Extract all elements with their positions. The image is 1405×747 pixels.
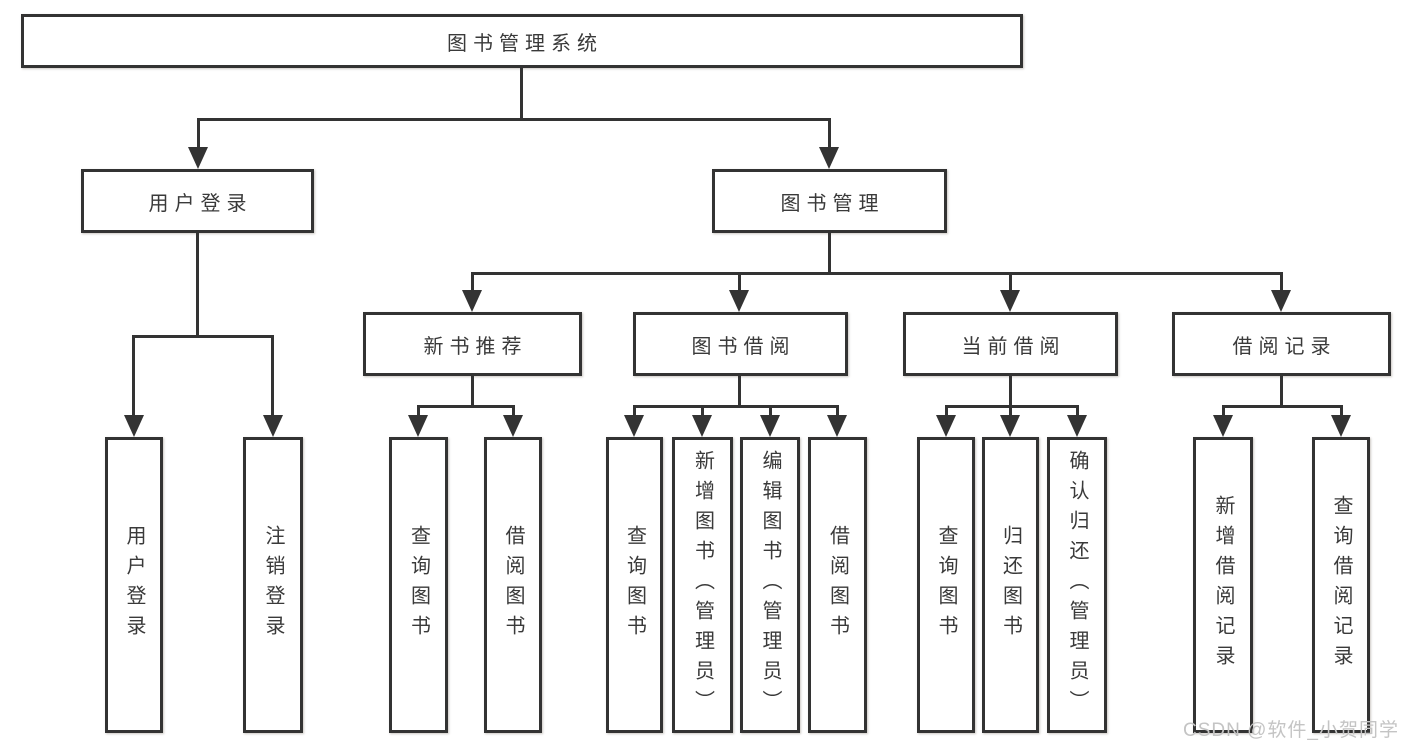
connector-line <box>197 118 200 150</box>
node-label: 新书推荐 <box>423 335 528 358</box>
arrow-down-icon <box>1271 290 1291 312</box>
leaf-label: 新增图书（管理员） <box>691 450 714 720</box>
leaf-logout-login: 注销登录 <box>243 437 303 733</box>
connector-line <box>633 405 839 408</box>
connector-line <box>1009 272 1012 292</box>
arrow-down-icon <box>462 290 482 312</box>
connector-line <box>1280 376 1283 408</box>
connector-line <box>738 272 741 292</box>
leaf-cb-query-books: 查询图书 <box>917 437 975 733</box>
arrow-down-icon <box>692 415 712 437</box>
node-label: 用户登录 <box>148 192 253 215</box>
connector-line <box>132 335 274 338</box>
arrow-down-icon <box>760 415 780 437</box>
watermark: CSDN @软件_小贺同学 <box>1183 720 1399 741</box>
arrow-down-icon <box>819 147 839 169</box>
node-book-borrow: 图书借阅 <box>633 312 848 376</box>
leaf-nb-query-books: 查询图书 <box>389 437 448 733</box>
leaf-label: 新增借阅记录 <box>1212 495 1234 675</box>
arrow-down-icon <box>827 415 847 437</box>
connector-line <box>417 405 420 417</box>
connector-line <box>1280 272 1283 292</box>
arrow-down-icon <box>1067 415 1087 437</box>
connector-line <box>271 335 274 417</box>
arrow-down-icon <box>503 415 523 437</box>
connector-line <box>512 405 515 417</box>
connector-line <box>738 376 741 408</box>
leaf-label: 查询借阅记录 <box>1330 495 1352 675</box>
node-label: 图书管理系统 <box>447 32 603 55</box>
arrow-down-icon <box>188 147 208 169</box>
leaf-label: 注销登录 <box>262 525 284 645</box>
arrow-down-icon <box>936 415 956 437</box>
connector-line <box>633 405 636 417</box>
connector-line <box>1222 405 1343 408</box>
node-label: 图书借阅 <box>691 335 796 358</box>
connector-line <box>520 68 523 120</box>
connector-line <box>828 118 831 150</box>
leaf-br-query-borrow-record: 查询借阅记录 <box>1312 437 1370 733</box>
leaf-label: 编辑图书（管理员） <box>759 450 781 720</box>
arrow-down-icon <box>124 415 144 437</box>
connector-line <box>471 376 474 408</box>
leaf-label: 确认归还（管理员） <box>1066 450 1088 720</box>
connector-line <box>836 405 839 417</box>
leaf-bb-borrow-books: 借阅图书 <box>808 437 867 733</box>
node-new-book-recommend: 新书推荐 <box>363 312 582 376</box>
leaf-label: 查询图书 <box>935 525 957 645</box>
connector-line <box>701 405 704 417</box>
arrow-down-icon <box>1331 415 1351 437</box>
leaf-cb-return-books: 归还图书 <box>982 437 1039 733</box>
connector-line <box>471 272 1282 275</box>
connector-line <box>471 272 474 292</box>
leaf-label: 借阅图书 <box>502 525 524 645</box>
connector-line <box>1222 405 1225 417</box>
connector-line <box>197 118 831 121</box>
connector-line <box>769 405 772 417</box>
node-current-borrow: 当前借阅 <box>903 312 1118 376</box>
leaf-label: 用户登录 <box>123 525 145 645</box>
leaf-bb-query-books: 查询图书 <box>606 437 663 733</box>
node-user-login: 用户登录 <box>81 169 314 233</box>
leaf-bb-add-books-admin: 新增图书（管理员） <box>672 437 733 733</box>
leaf-bb-edit-books-admin: 编辑图书（管理员） <box>740 437 800 733</box>
arrow-down-icon <box>408 415 428 437</box>
leaf-label: 归还图书 <box>999 525 1022 645</box>
connector-line <box>1076 405 1079 417</box>
connector-line <box>1009 405 1012 417</box>
arrow-down-icon <box>1000 415 1020 437</box>
node-label: 图书管理 <box>780 192 885 215</box>
arrow-down-icon <box>624 415 644 437</box>
arrow-down-icon <box>1000 290 1020 312</box>
leaf-label: 借阅图书 <box>826 525 849 645</box>
leaf-user-login: 用户登录 <box>105 437 163 733</box>
connector-line <box>132 335 135 417</box>
leaf-nb-borrow-books: 借阅图书 <box>484 437 542 733</box>
node-library-management-system: 图书管理系统 <box>21 14 1023 68</box>
node-label: 当前借阅 <box>961 335 1066 358</box>
leaf-br-add-borrow-record: 新增借阅记录 <box>1193 437 1253 733</box>
connector-line <box>196 233 199 337</box>
node-book-management: 图书管理 <box>712 169 947 233</box>
connector-line <box>1009 376 1012 408</box>
arrow-down-icon <box>1213 415 1233 437</box>
leaf-label: 查询图书 <box>407 525 430 645</box>
arrow-down-icon <box>263 415 283 437</box>
node-label: 借阅记录 <box>1232 335 1337 358</box>
connector-line <box>417 405 515 408</box>
arrow-down-icon <box>729 290 749 312</box>
connector-line <box>945 405 1079 408</box>
node-borrow-records: 借阅记录 <box>1172 312 1391 376</box>
leaf-cb-confirm-return-admin: 确认归还（管理员） <box>1047 437 1107 733</box>
leaf-label: 查询图书 <box>623 525 646 645</box>
connector-line <box>1340 405 1343 417</box>
connector-line <box>828 233 831 274</box>
connector-line <box>945 405 948 417</box>
